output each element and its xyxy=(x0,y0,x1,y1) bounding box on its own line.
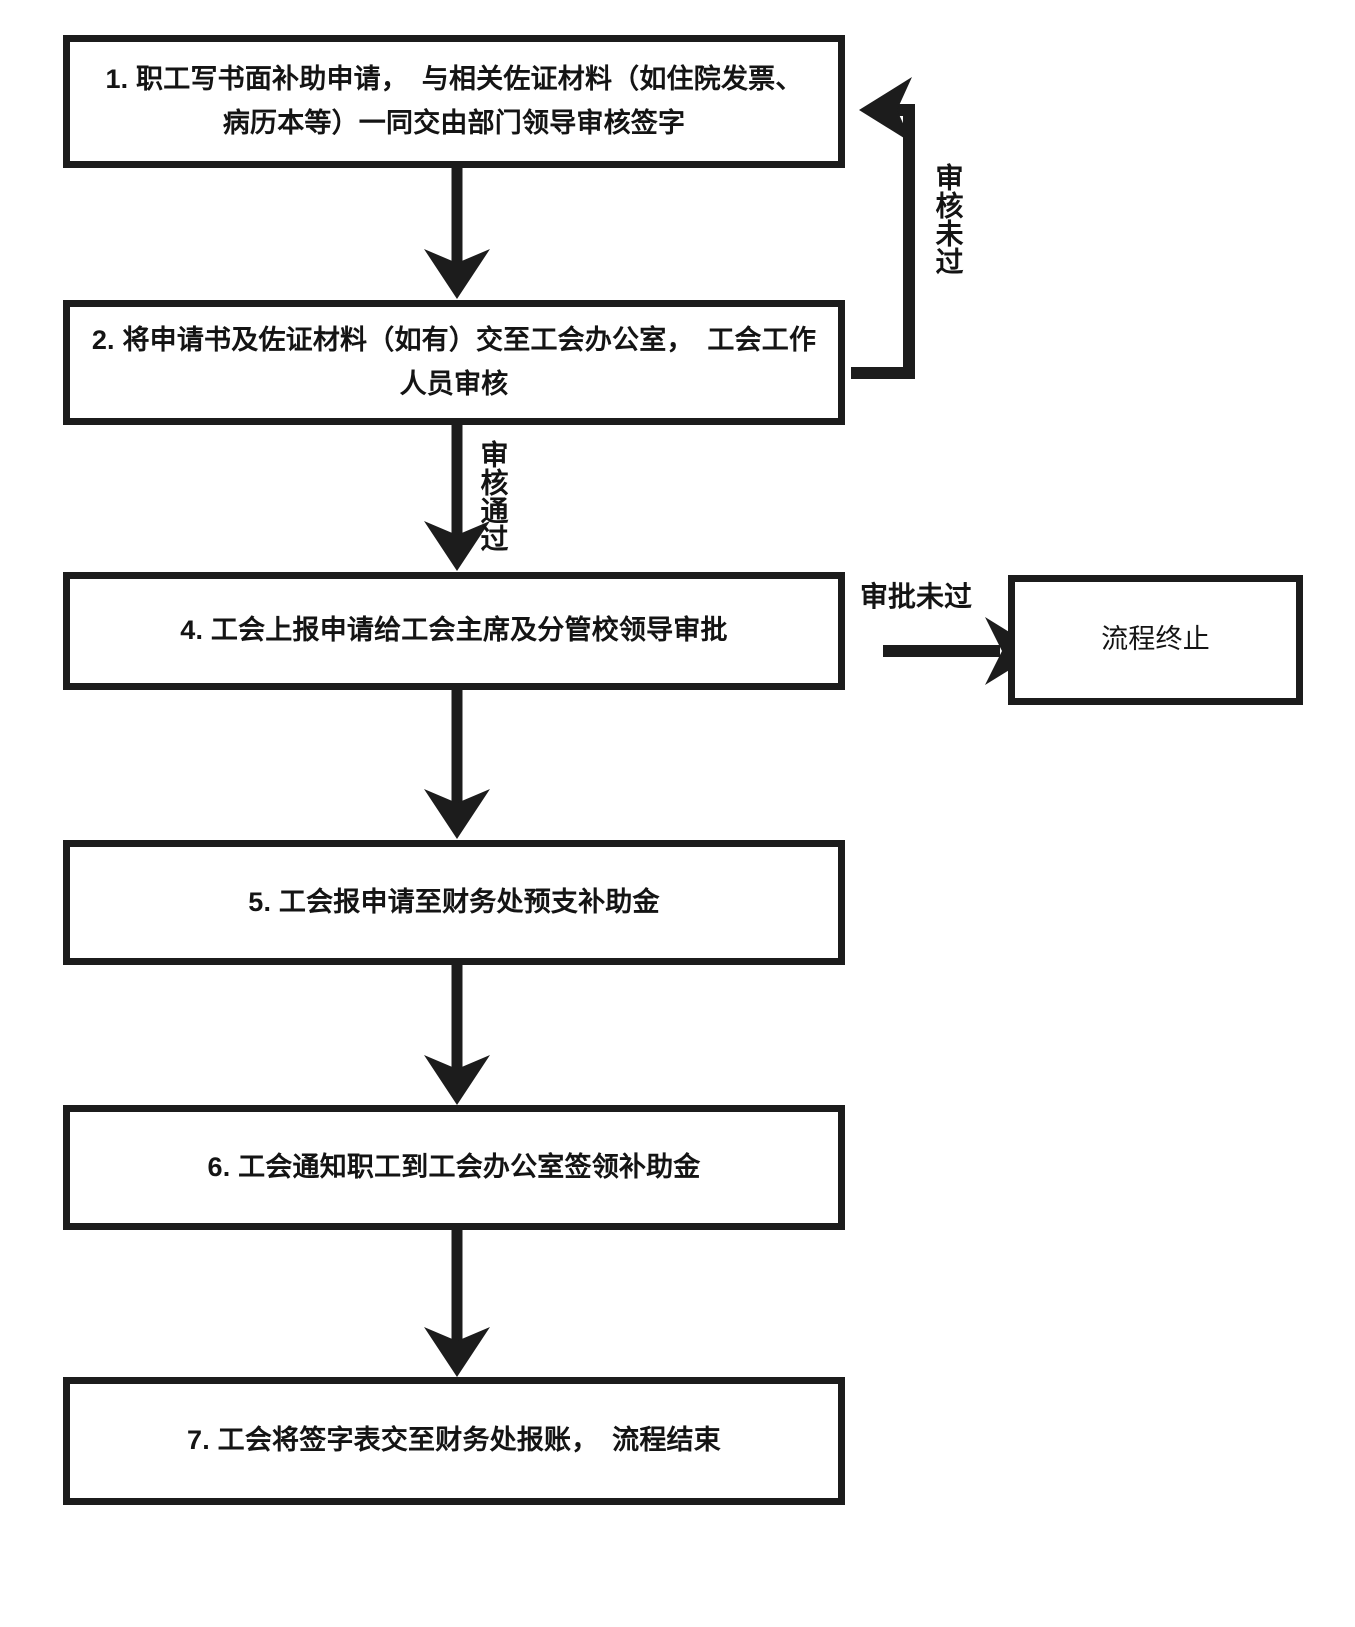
node-step5[interactable]: 5. 工会报申请至财务处预支补助金 xyxy=(63,840,845,965)
node-step6-label: 6. 工会通知职工到工会办公室签领补助金 xyxy=(207,1151,701,1182)
node-step1-label: 1. 职工写书面补助申请， 与相关佐证材料（如住院发票、 病历本等）一同交由部门… xyxy=(105,63,803,138)
node-terminate-label: 流程终止 xyxy=(1101,624,1210,655)
edge-label-review-failed: 审核未过 xyxy=(932,163,964,275)
node-step4[interactable]: 4. 工会上报申请给工会主席及分管校领导审批 xyxy=(63,572,845,690)
connector-step1-to-step2 xyxy=(424,168,490,299)
connector-step4-to-step5 xyxy=(424,690,490,839)
node-step5-label: 5. 工会报申请至财务处预支补助金 xyxy=(248,886,660,917)
node-step7[interactable]: 7. 工会将签字表交至财务处报账， 流程结束 xyxy=(63,1377,845,1505)
edge-label-approval-failed: 审批未过 xyxy=(860,581,973,612)
node-step2[interactable]: 2. 将申请书及佐证材料（如有）交至工会办公室， 工会工作 人员审核 xyxy=(63,300,845,425)
node-step7-label: 7. 工会将签字表交至财务处报账， 流程结束 xyxy=(187,1425,721,1456)
connector-step5-to-step6 xyxy=(424,965,490,1105)
connector-step6-to-step7 xyxy=(424,1230,490,1377)
connector-step2-to-step1-loop xyxy=(851,77,915,379)
node-step6[interactable]: 6. 工会通知职工到工会办公室签领补助金 xyxy=(63,1105,845,1230)
node-step4-label: 4. 工会上报申请给工会主席及分管校领导审批 xyxy=(180,615,728,646)
node-step2-label: 2. 将申请书及佐证材料（如有）交至工会办公室， 工会工作 人员审核 xyxy=(91,324,817,399)
node-terminate[interactable]: 流程终止 xyxy=(1008,575,1303,705)
node-step1[interactable]: 1. 职工写书面补助申请， 与相关佐证材料（如住院发票、 病历本等）一同交由部门… xyxy=(63,35,845,168)
edge-label-review-passed: 审核通过 xyxy=(477,440,509,552)
